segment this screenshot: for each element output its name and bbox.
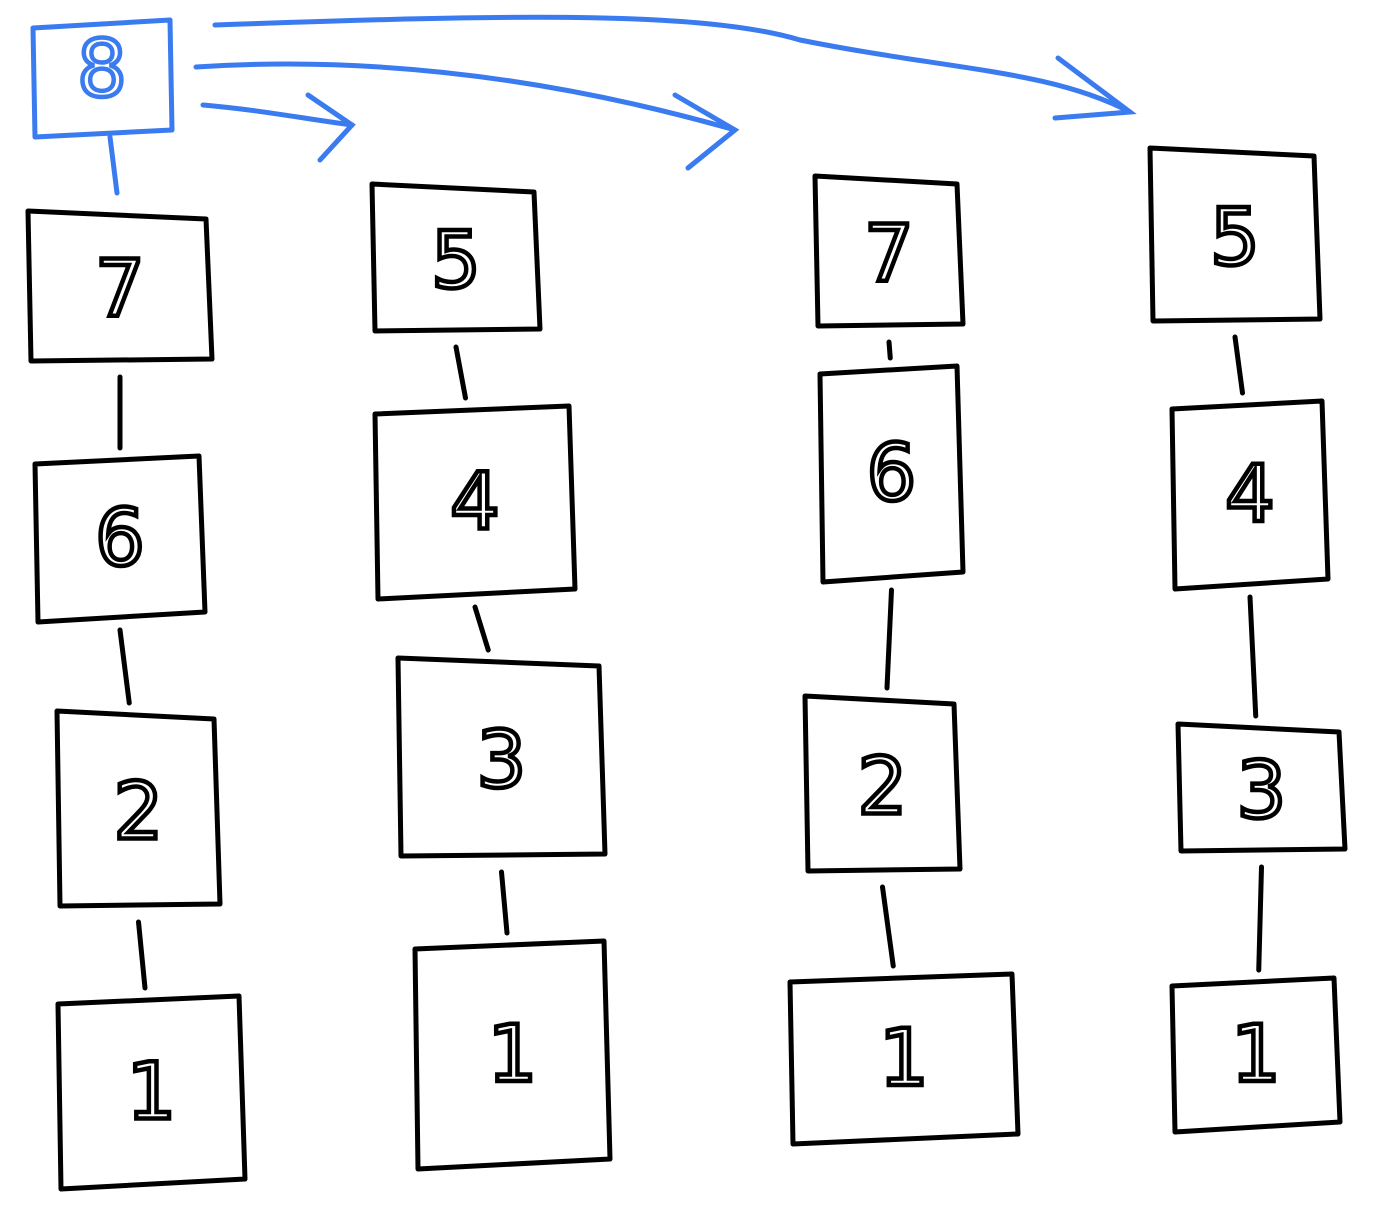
node-label: 6 xyxy=(867,429,917,519)
node-label: 3 xyxy=(477,716,527,806)
node-label: 3 xyxy=(1237,747,1287,837)
node-box xyxy=(1169,975,1343,1135)
root-arrows xyxy=(193,14,1137,171)
root-to-first-column-link xyxy=(107,134,120,196)
node-box xyxy=(32,453,208,625)
column-1: 7 6 2 1 xyxy=(25,208,248,1192)
node-box xyxy=(54,708,223,909)
node-label: 5 xyxy=(1210,194,1260,284)
node-label: 7 xyxy=(95,245,145,335)
node-label: 1 xyxy=(488,1010,538,1100)
arrow-to-column-3 xyxy=(193,61,738,133)
node-label: 7 xyxy=(864,210,914,300)
node-link xyxy=(453,344,468,401)
node-box xyxy=(1147,145,1323,324)
node-label: 4 xyxy=(450,458,500,548)
node-link xyxy=(117,627,132,706)
root-node: 8 xyxy=(30,17,175,196)
node-link xyxy=(136,919,148,991)
node-box xyxy=(802,693,963,874)
node-box xyxy=(1175,721,1348,854)
node-label: 5 xyxy=(431,217,481,307)
node-label: 6 xyxy=(95,494,145,584)
node-box xyxy=(25,208,215,364)
node-box xyxy=(817,363,966,585)
node-link xyxy=(886,339,893,361)
node-link xyxy=(880,884,896,969)
node-box xyxy=(55,993,248,1192)
arrow-to-column-4 xyxy=(212,14,1133,115)
node-label: 2 xyxy=(858,743,908,833)
column-4: 5 4 3 1 xyxy=(1147,145,1348,1135)
node-box xyxy=(369,181,543,334)
node-label: 1 xyxy=(879,1014,929,1104)
node-box xyxy=(412,938,613,1172)
node-label: 4 xyxy=(1225,450,1275,540)
node-link xyxy=(499,869,510,936)
node-box xyxy=(395,655,608,859)
node-label: 1 xyxy=(127,1048,177,1138)
node-box xyxy=(787,971,1021,1147)
arrowhead-column-4 xyxy=(1052,55,1137,121)
column-3: 7 6 2 1 xyxy=(787,173,1021,1147)
column-2: 5 4 3 1 xyxy=(369,181,613,1172)
node-link xyxy=(1247,594,1259,719)
node-link xyxy=(1256,864,1264,973)
node-label: 1 xyxy=(1231,1010,1281,1100)
node-link xyxy=(884,587,894,691)
node-box xyxy=(1169,398,1331,592)
node-box xyxy=(372,403,578,602)
node-link xyxy=(1232,334,1245,396)
arrow-to-column-2 xyxy=(200,102,355,128)
node-box xyxy=(812,173,966,329)
arrowhead-column-3 xyxy=(672,92,740,171)
arrowhead-column-2 xyxy=(305,92,356,163)
node-link xyxy=(472,604,491,653)
node-label: 2 xyxy=(114,768,164,858)
root-node-label: 8 xyxy=(77,25,127,115)
